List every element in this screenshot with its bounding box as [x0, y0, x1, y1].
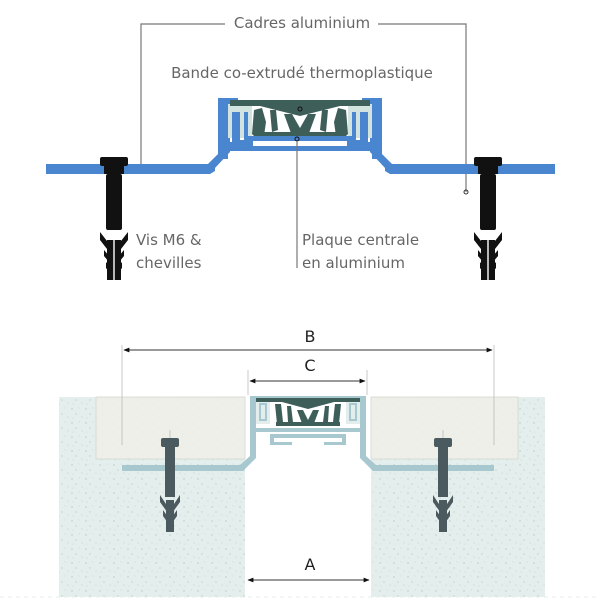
- central-plate: [248, 136, 352, 150]
- dimension-a-label: A: [305, 555, 316, 574]
- right-frame: [370, 102, 555, 174]
- label-plate-line1: Plaque centrale: [302, 231, 419, 249]
- right-screw-anchor: [474, 157, 502, 280]
- thermoplastic-band: [230, 100, 370, 140]
- bottom-right-frame: [360, 398, 494, 471]
- top-diagram: Cadres aluminium Bande co-extrudé thermo…: [46, 14, 555, 280]
- bottom-left-frame: [122, 398, 256, 471]
- bottom-thermoplastic-band: [256, 398, 360, 426]
- bottom-diagram: B C A: [0, 327, 600, 598]
- dimension-b-label: B: [305, 327, 316, 346]
- left-frame: [46, 102, 230, 174]
- left-frame-wall: [218, 101, 228, 159]
- label-plate-line2: en aluminium: [302, 254, 405, 272]
- label-band: Bande co-extrudé thermoplastique: [171, 64, 433, 82]
- label-screws-line1: Vis M6 &: [136, 231, 202, 249]
- label-screws-line2: chevilles: [136, 254, 202, 272]
- bottom-right-screw-anchor: [433, 430, 453, 532]
- label-frames: Cadres aluminium: [234, 14, 370, 32]
- bottom-left-screw-anchor: [160, 430, 180, 532]
- dimension-c-label: C: [304, 356, 315, 375]
- left-screw-anchor: [100, 157, 128, 280]
- right-frame-wall: [372, 101, 382, 159]
